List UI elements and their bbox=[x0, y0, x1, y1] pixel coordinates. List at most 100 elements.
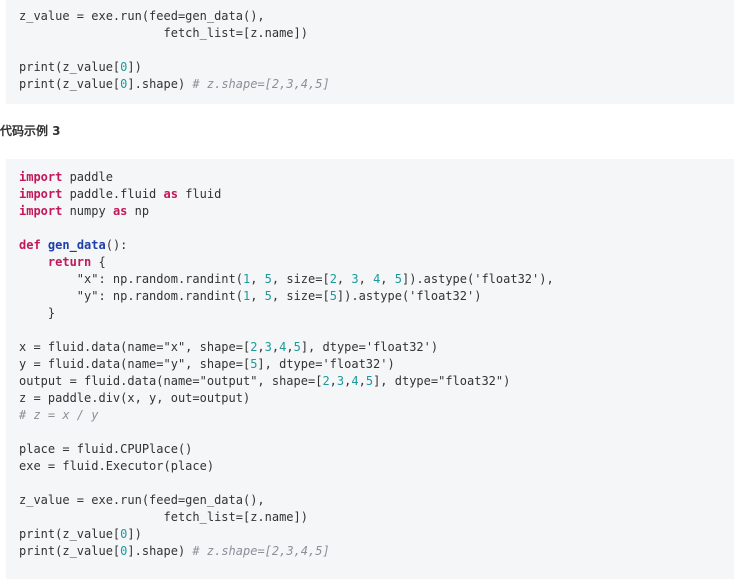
code-keyword: def bbox=[19, 238, 41, 252]
code-line: import numpy as np bbox=[19, 203, 734, 220]
code-number: 0 bbox=[120, 60, 128, 74]
code-token: , bbox=[286, 340, 294, 354]
code-token: ]) bbox=[127, 60, 142, 74]
code-comment: # z = x / y bbox=[19, 408, 99, 422]
code-token: x = fluid.data(name="x", shape=[ bbox=[19, 340, 251, 354]
code-token: , size=[ bbox=[271, 272, 330, 286]
code-block-top: z_value = exe.run(feed=gen_data(), fetch… bbox=[6, 0, 734, 104]
code-token: paddle bbox=[62, 170, 113, 184]
code-token: numpy bbox=[62, 204, 113, 218]
code-number: 1 bbox=[242, 272, 251, 286]
code-token: y = fluid.data(name="y", shape=[ bbox=[19, 357, 251, 371]
code-keyword: import bbox=[19, 204, 63, 218]
code-token: fetch_list=[z.name]) bbox=[19, 26, 308, 40]
code-line: output = fluid.data(name="output", shape… bbox=[19, 373, 734, 390]
code-token: , bbox=[336, 272, 352, 286]
code-token: place = fluid.CPUPlace() bbox=[19, 442, 193, 456]
code-line bbox=[19, 475, 734, 492]
code-token: z = paddle.div(x, y, out=output) bbox=[19, 391, 251, 405]
code-line: "x": np.random.randint(1, 5, size=[2, 3,… bbox=[19, 271, 734, 288]
code-token: ]).astype('float32'), bbox=[401, 272, 554, 286]
code-token: fluid bbox=[177, 187, 222, 201]
code-line: return { bbox=[19, 254, 734, 271]
code-line: z_value = exe.run(feed=gen_data(), bbox=[19, 8, 734, 25]
code-line bbox=[19, 424, 734, 441]
code-line: } bbox=[19, 305, 734, 322]
code-token: , bbox=[380, 272, 395, 286]
code-token: ]) bbox=[127, 527, 142, 541]
code-keyword: as bbox=[112, 204, 128, 218]
code-line bbox=[19, 220, 734, 237]
code-line: print(z_value[0].shape) # z.shape=[2,3,4… bbox=[19, 543, 734, 560]
code-line: x = fluid.data(name="x", shape=[2,3,4,5]… bbox=[19, 339, 734, 356]
code-token: , size=[ bbox=[271, 289, 330, 303]
code-token: ], dtype='float32') bbox=[257, 357, 395, 371]
code-token: paddle.fluid bbox=[62, 187, 164, 201]
code-number: 5 bbox=[264, 272, 272, 286]
code-number: 5 bbox=[264, 289, 272, 303]
code-token: exe = fluid.Executor(place) bbox=[19, 459, 215, 473]
code-line: print(z_value[0]) bbox=[19, 526, 734, 543]
code-token: , bbox=[329, 374, 337, 388]
code-token: (): bbox=[105, 238, 128, 252]
code-line: import paddle bbox=[19, 169, 734, 186]
code-line: fetch_list=[z.name]) bbox=[19, 509, 734, 526]
code-line: place = fluid.CPUPlace() bbox=[19, 441, 734, 458]
code-line bbox=[19, 322, 734, 339]
code-token: , bbox=[257, 340, 265, 354]
code-token: , bbox=[250, 289, 265, 303]
code-number: 4 bbox=[351, 374, 359, 388]
section-heading: 代码示例 3 bbox=[0, 124, 61, 138]
code-line: import paddle.fluid as fluid bbox=[19, 186, 734, 203]
code-number: 2 bbox=[322, 374, 330, 388]
code-token: ].shape) bbox=[127, 544, 193, 558]
code-line: y = fluid.data(name="y", shape=[5], dtyp… bbox=[19, 356, 734, 373]
code-token bbox=[41, 238, 48, 252]
code-token: np bbox=[127, 204, 150, 218]
code-number: 5 bbox=[293, 340, 301, 354]
code-token: , bbox=[358, 272, 374, 286]
code-token: ].shape) bbox=[127, 77, 193, 91]
code-token: "x": np.random.randint( bbox=[19, 272, 243, 286]
code-number: 5 bbox=[250, 357, 258, 371]
code-line bbox=[19, 42, 734, 59]
code-token: output = fluid.data(name="output", shape… bbox=[19, 374, 323, 388]
code-line: fetch_list=[z.name]) bbox=[19, 25, 734, 42]
code-number: 5 bbox=[329, 289, 337, 303]
code-line: "y": np.random.randint(1, 5, size=[5]).a… bbox=[19, 288, 734, 305]
code-number: 4 bbox=[373, 272, 381, 286]
code-content: z_value = exe.run(feed=gen_data(), fetch… bbox=[19, 0, 734, 93]
code-number: 0 bbox=[120, 77, 128, 91]
code-token: , bbox=[358, 374, 366, 388]
code-token: z_value = exe.run(feed=gen_data(), bbox=[19, 9, 265, 23]
code-token: , bbox=[344, 374, 352, 388]
code-number: 0 bbox=[120, 527, 128, 541]
code-token bbox=[19, 255, 48, 269]
code-number: 2 bbox=[329, 272, 337, 286]
code-token: fetch_list=[z.name]) bbox=[19, 510, 308, 524]
code-token: } bbox=[19, 306, 56, 320]
code-line: z_value = exe.run(feed=gen_data(), bbox=[19, 492, 734, 509]
code-token: , bbox=[250, 272, 265, 286]
code-line: def gen_data(): bbox=[19, 237, 734, 254]
code-keyword: import bbox=[19, 187, 63, 201]
code-number: 1 bbox=[242, 289, 251, 303]
code-number: 5 bbox=[394, 272, 402, 286]
code-line: exe = fluid.Executor(place) bbox=[19, 458, 734, 475]
code-number: 4 bbox=[279, 340, 287, 354]
code-line: print(z_value[0]) bbox=[19, 59, 734, 76]
code-number: 3 bbox=[336, 374, 345, 388]
code-token: print(z_value[ bbox=[19, 60, 121, 74]
code-token: , bbox=[271, 340, 280, 354]
code-comment: # z.shape=[2,3,4,5] bbox=[192, 77, 330, 91]
code-token: ], dtype='float32') bbox=[300, 340, 439, 354]
code-number: 2 bbox=[250, 340, 258, 354]
code-keyword: return bbox=[47, 255, 92, 269]
code-function-name: gen_data bbox=[47, 238, 106, 252]
code-line: print(z_value[0].shape) # z.shape=[2,3,4… bbox=[19, 76, 734, 93]
code-number: 0 bbox=[120, 544, 128, 558]
code-token: print(z_value[ bbox=[19, 527, 121, 541]
code-number: 3 bbox=[264, 340, 272, 354]
